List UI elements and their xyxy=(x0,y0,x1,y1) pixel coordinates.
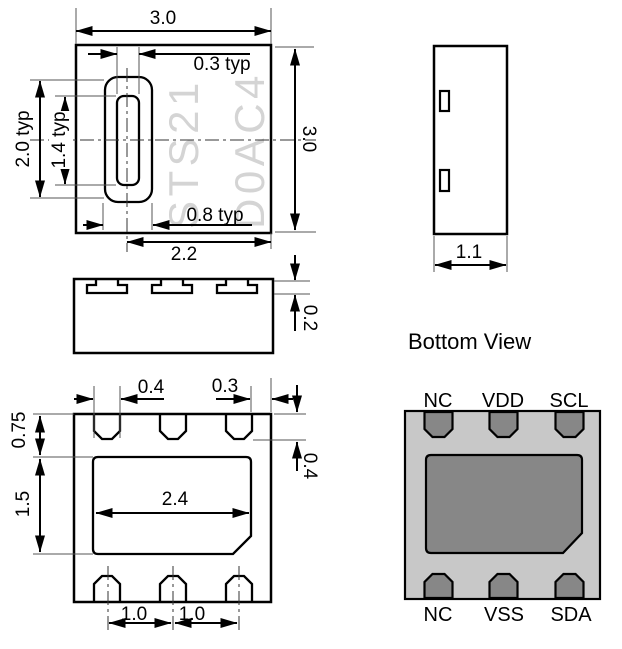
top-view-body xyxy=(74,43,273,235)
side-pad-recess xyxy=(215,280,259,295)
pin-label-scl: SCL xyxy=(550,390,589,412)
side-pad xyxy=(438,89,451,113)
side-view-front: 0.2 xyxy=(72,255,320,355)
dim-label-pad-edge-gap: 0.3 xyxy=(212,376,238,397)
dim-label-pad-length: 0.4 xyxy=(299,453,320,480)
dim-label-slot-inner-width: 0.3 typ xyxy=(193,54,250,75)
side-pad xyxy=(438,168,451,193)
top-view: STS21 D0AC4 3.0 3.0 0.3 typ 2. xyxy=(13,8,319,265)
pad-vdd xyxy=(488,410,519,439)
dim-label-height: 3.0 xyxy=(298,126,319,152)
side-view-body xyxy=(72,277,275,355)
center-thermal-pad xyxy=(424,453,584,555)
package-marking-line1: STS21 xyxy=(160,78,207,229)
pin-label-vdd: VDD xyxy=(482,390,524,412)
pin-label-sda: SDA xyxy=(550,604,592,626)
pad-outline xyxy=(224,415,254,441)
side-pad-recess xyxy=(150,280,194,295)
label-mask xyxy=(49,111,70,169)
dim-label-pad-depth: 0.2 xyxy=(299,305,320,331)
package-marking-line2: D0AC4 xyxy=(226,71,273,229)
bottom-view: Bottom View NC VDD SCL NC VSS SDA xyxy=(403,329,602,626)
dim-label-slot-outer-width: 0.8 typ xyxy=(186,205,243,226)
dim-label-center-to-edge: 2.2 xyxy=(171,244,197,265)
pad-scl xyxy=(554,410,585,439)
pad-outline xyxy=(158,415,188,441)
side-view-right-body xyxy=(432,44,509,236)
dim-label-center-pad-height: 1.5 xyxy=(13,491,34,517)
dim-label-pad-width: 0.4 xyxy=(138,377,165,398)
dim-label-slot-outer-length: 2.0 typ xyxy=(13,110,34,167)
pad-nc-bottom xyxy=(423,572,454,600)
pad-sda xyxy=(554,572,585,600)
side-view-right: 1.1 xyxy=(432,44,509,272)
dim-label-pad-row-offset: 0.75 xyxy=(9,412,30,449)
dim-label-width: 3.0 xyxy=(150,8,176,29)
pad-nc-top xyxy=(423,410,454,439)
pin-label-nc-top: NC xyxy=(424,390,453,412)
bottom-outline-view: 0.4 0.3 0.75 1.5 2.4 0.4 1.0 1.0 xyxy=(9,376,320,634)
pad-vss xyxy=(488,572,519,600)
side-pad-recess xyxy=(85,280,129,295)
dim-label-slot-inner-length: 1.4 typ xyxy=(49,111,70,168)
pad-outline xyxy=(92,574,122,601)
dim-label-center-pad-width: 2.4 xyxy=(162,489,189,510)
dim-label-pitch-left: 1.0 xyxy=(121,604,147,625)
bottom-view-title: Bottom View xyxy=(408,329,531,354)
pin-label-nc-bottom: NC xyxy=(424,604,453,626)
dim-label-thickness: 1.1 xyxy=(456,242,482,263)
dim-label-pitch-right: 1.0 xyxy=(179,604,205,625)
center-pad-outline xyxy=(91,455,253,556)
pin-label-vss: VSS xyxy=(484,604,524,626)
